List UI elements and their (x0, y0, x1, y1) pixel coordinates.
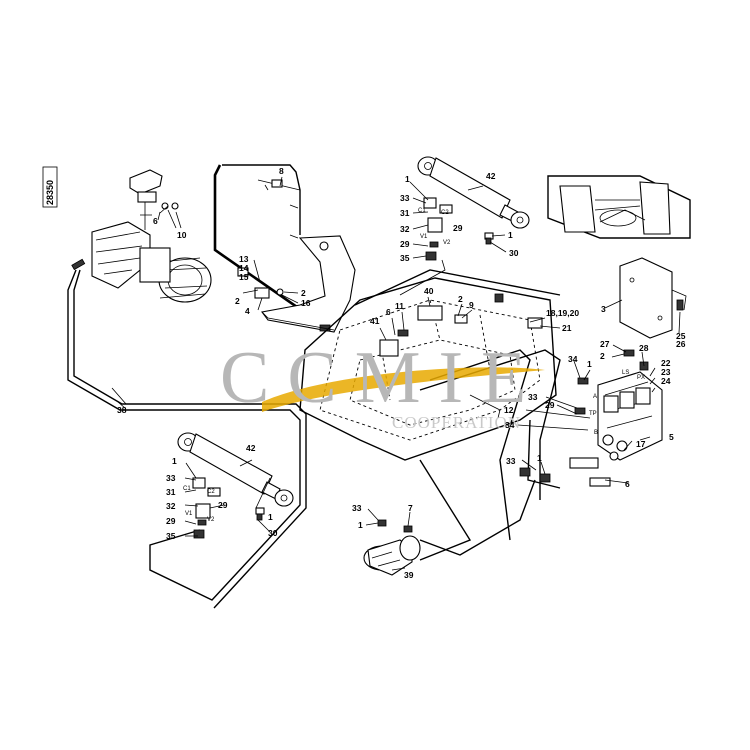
callout-label: 33 (400, 193, 410, 203)
port-marking: PX (637, 375, 645, 381)
callout-labels: 8 6 10 13 14 15 2 2 4 16 38 1 33 31 32 2… (117, 166, 686, 580)
callout-label: 35 (400, 253, 410, 263)
port-marking: A (593, 394, 597, 400)
port-marking: LS (622, 370, 629, 376)
hydraulic-motor-39 (363, 479, 536, 576)
callout-label: 10 (177, 230, 187, 240)
port-marking: C2 (441, 210, 449, 216)
callout-label: 29 (166, 516, 176, 526)
callout-label: 9 (469, 300, 474, 310)
callout-label: 15 (239, 272, 249, 282)
callout-label: 1 (405, 174, 410, 184)
callout-label: 27 (600, 339, 610, 349)
callout-label: 23 (661, 367, 671, 377)
callout-label: 22 (661, 358, 671, 368)
hose-line-38 (67, 269, 307, 609)
callout-label: 2 (458, 294, 463, 304)
callout-label: 3 (601, 304, 606, 314)
callout-label: 24 (661, 376, 671, 386)
control-valve-5 (519, 349, 663, 487)
callout-label: 25 (676, 331, 686, 341)
callout-label: 11 (395, 301, 404, 311)
leader-lines (111, 176, 681, 571)
inset-machine-view (547, 175, 691, 239)
callout-label: 35 (166, 531, 176, 541)
callout-label: 29 (400, 239, 410, 249)
callout-label: 2 (301, 288, 306, 298)
callout-label: 41 (370, 316, 380, 326)
callout-label: 30 (268, 528, 278, 538)
callout-label: 28 (639, 343, 649, 353)
watermark-swoosh (262, 367, 545, 412)
port-marking: V1 (420, 234, 428, 240)
cylinder-42-bottom (177, 432, 294, 539)
watermark-subtitle: COOPERATION (392, 413, 521, 432)
fittings-group-40 (379, 293, 543, 357)
callout-label: 13 (239, 254, 249, 264)
document-id: 28350 (45, 180, 55, 205)
callout-label: 12 (504, 405, 514, 415)
callout-label: 2 (600, 351, 605, 361)
callout-label: 33 (528, 392, 538, 402)
callout-label: 1 (537, 453, 542, 463)
port-marking: V1 (185, 511, 193, 517)
callout-label: 5 (669, 432, 674, 442)
watermark: CCMIE COOPERATION (220, 337, 545, 432)
callout-label: 39 (404, 570, 414, 580)
callout-label: 1 (508, 230, 513, 240)
callout-label: 29 (218, 500, 228, 510)
callout-label: 4 (245, 306, 250, 316)
callout-label: 33 (506, 456, 516, 466)
port-marking: B (594, 430, 598, 436)
upper-frame-bracket (213, 164, 356, 333)
callout-label: 42 (486, 171, 496, 181)
callout-label: 29 (453, 223, 463, 233)
callout-label: 6 (625, 479, 630, 489)
cylinder-42-top (399, 156, 530, 296)
document-id-box: 28350 (42, 166, 58, 208)
callout-label: 1 (172, 456, 177, 466)
callout-label: 34 (505, 420, 515, 430)
callout-label: 33 (352, 503, 362, 513)
callout-label: 42 (246, 443, 256, 453)
callout-label: 31 (400, 208, 410, 218)
watermark-brand: CCMIE (220, 337, 544, 419)
callout-label: 1 (268, 512, 273, 522)
callout-label: 38 (117, 405, 127, 415)
callout-label: 2 (235, 296, 240, 306)
bracket-plate-3 (619, 257, 687, 339)
callout-label: 34 (568, 354, 578, 364)
callout-label: 26 (676, 339, 686, 349)
port-marking: V2 (207, 517, 215, 523)
callout-label: 40 (424, 286, 434, 296)
callout-label: 17 (636, 439, 646, 449)
port-marking: C2 (207, 489, 215, 495)
callout-label: 1 (587, 359, 592, 369)
callout-label: 31 (166, 487, 176, 497)
callout-label: 32 (166, 501, 176, 511)
callout-label: 8 (279, 166, 284, 176)
port-marking: TP (589, 411, 597, 417)
callout-label: 33 (166, 473, 176, 483)
callout-label: 21 (562, 323, 572, 333)
callout-label: 18,19,20 (546, 308, 579, 318)
port-markings: C1 C2 V1 V2 C1 C2 V1 V2 LS PX A TP B (183, 208, 645, 523)
port-marking: V2 (443, 240, 451, 246)
port-marking: C1 (183, 486, 191, 492)
callout-label: 30 (509, 248, 519, 258)
callout-label: 6 (386, 307, 391, 317)
hydraulic-pump (71, 169, 212, 303)
callout-label: 7 (408, 503, 413, 513)
callout-label: 6 (153, 216, 158, 226)
callout-label: 16 (301, 298, 311, 308)
callout-label: 1 (358, 520, 363, 530)
callout-label: 32 (400, 224, 410, 234)
callout-label: 29 (545, 400, 555, 410)
port-marking: C1 (418, 208, 426, 214)
callout-label: 14 (239, 263, 249, 273)
